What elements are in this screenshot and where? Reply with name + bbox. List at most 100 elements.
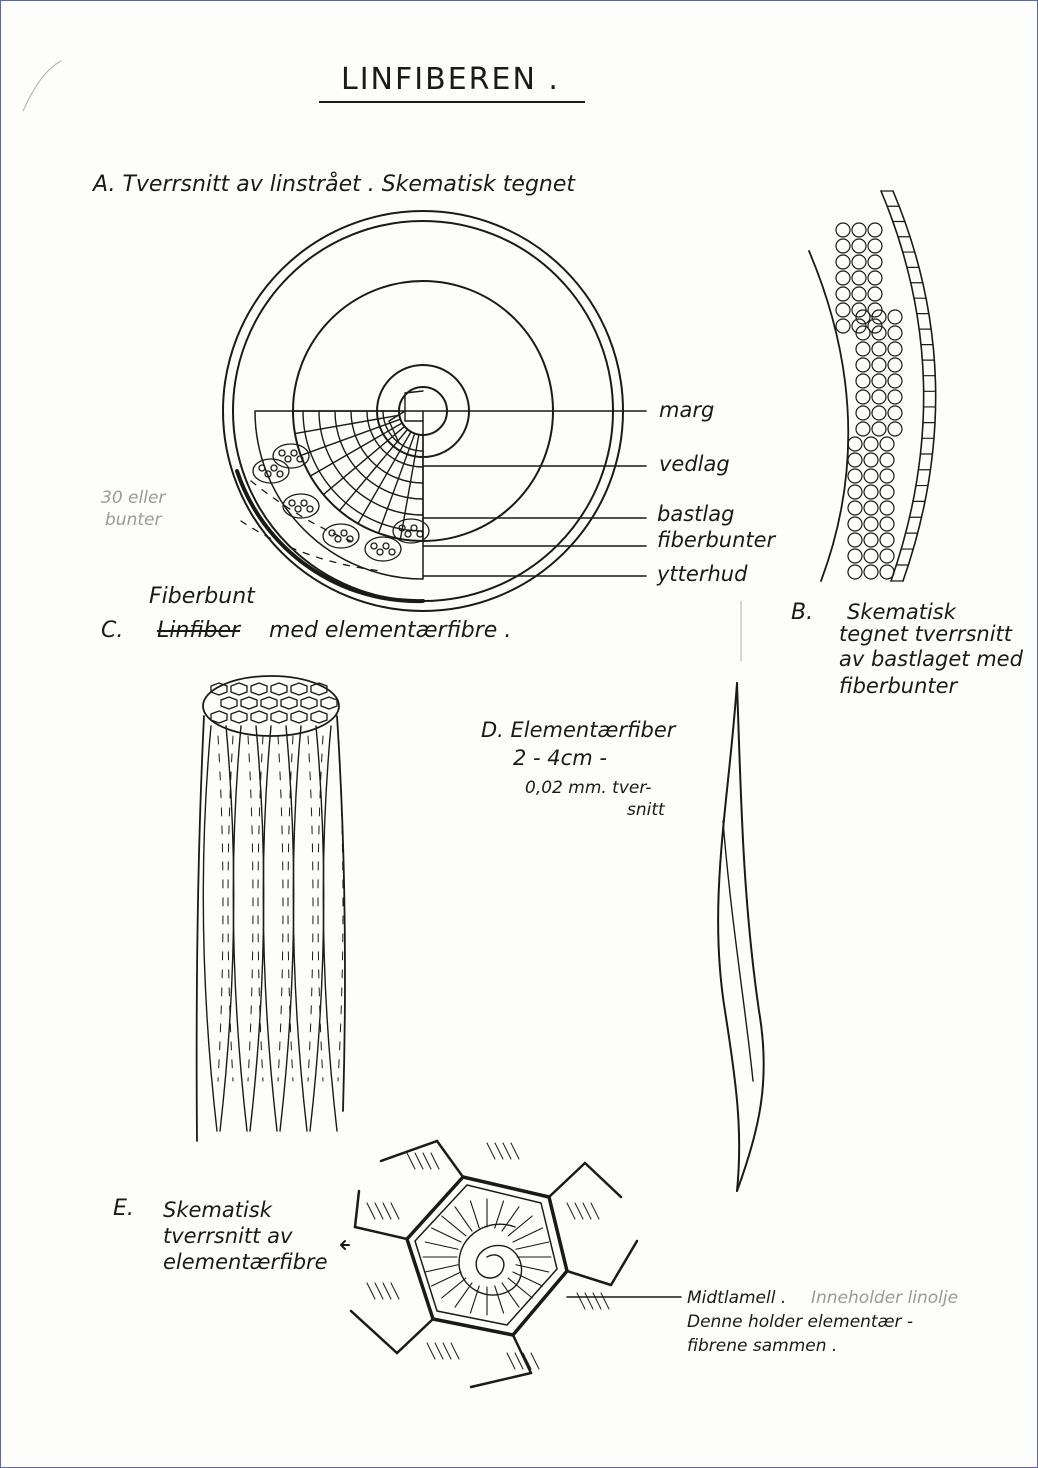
bast-fiber-cell [848, 565, 862, 579]
bast-fiber-cell [868, 287, 882, 301]
bundle-top-cell [231, 683, 247, 695]
hatch-line [503, 1143, 511, 1159]
hatch-line [575, 1203, 583, 1219]
section-b-caption-line3: av bastlaget med [839, 648, 1023, 671]
bundle-top-cell [321, 697, 337, 709]
bundle-cell [405, 531, 411, 537]
label-leader-lines [423, 411, 646, 576]
bundle-cell [307, 506, 313, 512]
bast-fiber-cell [872, 342, 886, 356]
wall-ray [502, 1207, 519, 1231]
fiber-line [280, 726, 294, 1131]
wall-ray [425, 1242, 458, 1249]
section-b-letter: B. [791, 601, 813, 625]
spiral-lumen [459, 1224, 522, 1295]
section-c-struck-word: Linfiber [157, 619, 240, 643]
fiber-line [293, 726, 307, 1131]
bundle-top-cell [291, 683, 307, 695]
bast-fiber-cell [848, 501, 862, 515]
label-marg: marg [659, 399, 714, 422]
bast-fiber-cell [868, 239, 882, 253]
hatch-line [601, 1293, 609, 1309]
fiber-line [310, 726, 324, 1131]
bast-fiber-cell [864, 453, 878, 467]
bast-fiber-cell [836, 287, 850, 301]
bundle-cell [279, 450, 285, 456]
fiber-outline-right [737, 683, 764, 1191]
bast-fiber-cell [848, 533, 862, 547]
fiber-bundle-blob [323, 524, 359, 548]
wall-ray [455, 1207, 472, 1231]
bundle-top-cell [301, 697, 317, 709]
title-underline [319, 101, 585, 103]
bundle-top-cell [291, 711, 307, 723]
bast-fiber-cell [880, 533, 894, 547]
hatch-line [427, 1343, 435, 1359]
bast-fiber-cell [880, 501, 894, 515]
bundle-cell [259, 465, 265, 471]
bast-fiber-cell [888, 374, 902, 388]
bast-fiber-cell [856, 406, 870, 420]
hatch-line [407, 1153, 415, 1169]
bast-fiber-cell [836, 271, 850, 285]
section-e-caption-line1: Skematisk [163, 1199, 272, 1222]
bast-fiber-cell [848, 517, 862, 531]
section-d-note-line1: 2 - 4cm - [513, 747, 607, 770]
bast-fiber-cell [836, 255, 850, 269]
hatch-line [383, 1203, 391, 1219]
bundle-top-cell [231, 711, 247, 723]
section-e-caption-line2: tverrsnitt av [163, 1225, 292, 1248]
hatch-line [423, 1153, 431, 1169]
bast-fiber-cell [880, 517, 894, 531]
bast-fiber-cell [852, 287, 866, 301]
bundle-cell [389, 549, 395, 555]
hatch-line [367, 1283, 375, 1299]
bundle-top-cell [211, 711, 227, 723]
bast-fiber-cell [848, 485, 862, 499]
bast-fiber-cell [868, 223, 882, 237]
hatch-line [367, 1203, 375, 1219]
bundle-cell [285, 456, 291, 462]
hatch-line [567, 1203, 575, 1219]
bast-fiber-cell [872, 390, 886, 404]
hatch-line [511, 1143, 519, 1159]
wall-ray [432, 1272, 461, 1286]
wall-ray [442, 1216, 466, 1236]
hatch-line [585, 1293, 593, 1309]
bast-fiber-cell [888, 390, 902, 404]
hatch-line [495, 1143, 503, 1159]
stray-marks [23, 61, 741, 661]
bast-fiber-cell [872, 406, 886, 420]
hatch-line [451, 1343, 459, 1359]
wall-ray [508, 1278, 532, 1298]
fiber-outline-left [718, 683, 739, 1191]
bundle-cell [295, 506, 301, 512]
bundle-right-edge [337, 716, 345, 1111]
fiber-lumen [723, 821, 753, 1081]
wall-ray [502, 1283, 519, 1307]
bast-fiber-cell [856, 390, 870, 404]
hatch-line [431, 1153, 439, 1169]
fiber-bundle-blob [283, 494, 319, 518]
margin-note-line2: bunter [105, 511, 161, 530]
hatch-line [487, 1143, 495, 1159]
wood-layer-cells [293, 411, 423, 541]
elementary-fiber-cross-section [341, 1141, 681, 1387]
bast-fiber-cell [856, 374, 870, 388]
label-fiberbunter: fiberbunter [657, 529, 775, 552]
bundle-cell [341, 530, 347, 536]
bast-fiber-cell [852, 223, 866, 237]
fiber-line [233, 726, 247, 1131]
bast-fiber-cell [880, 453, 894, 467]
hatch-line [507, 1353, 515, 1369]
wall-ray [470, 1201, 479, 1228]
bast-fiber-cell [864, 549, 878, 563]
neighbor-cell-walls [351, 1141, 637, 1387]
bundle-fiber-lines [203, 726, 343, 1131]
label-ytterhud: ytterhud [657, 563, 747, 586]
hatch-line [443, 1343, 451, 1359]
section-b-caption-line2: tegnet tverrsnitt [839, 623, 1012, 646]
section-b-caption-line4: fiberbunter [839, 675, 957, 698]
fiber-line [220, 726, 234, 1131]
wall-ray [425, 1265, 458, 1272]
